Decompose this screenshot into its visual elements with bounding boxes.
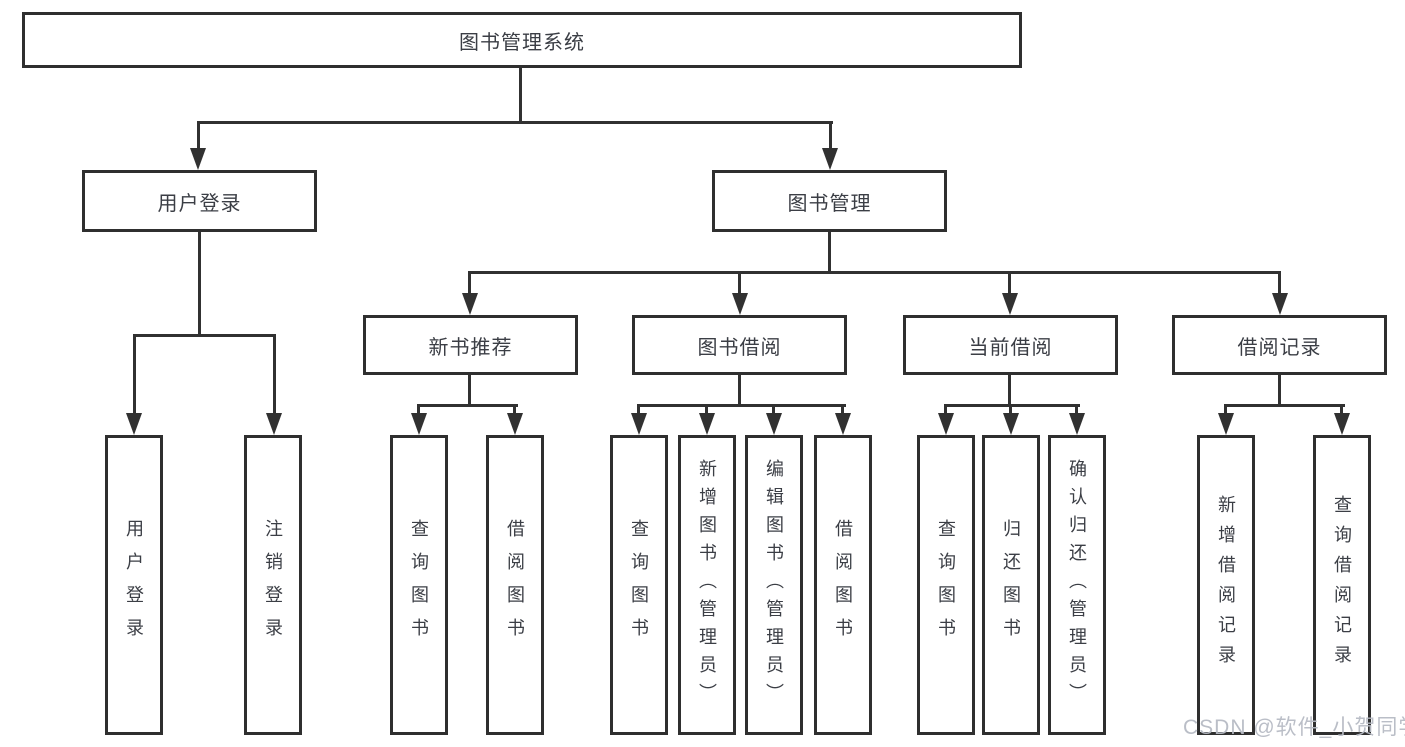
arrow-down-icon (835, 413, 851, 435)
connector-bb-drop-3 (772, 404, 775, 415)
node-book-management-branch-label: 图书管理 (787, 192, 872, 215)
leaf-user-login-label: 用户登录 (124, 519, 144, 651)
node-borrow-records-label: 借阅记录 (1237, 336, 1322, 359)
leaf-br-add-record-label: 新增借阅记录 (1216, 495, 1236, 675)
arrow-down-icon (411, 413, 427, 435)
arrow-down-icon (766, 413, 782, 435)
arrow-down-icon (190, 148, 206, 170)
node-user-login-branch: 用户登录 (82, 170, 317, 232)
leaf-cb-confirm-return-admin: 确认归还（管理员） (1048, 435, 1106, 735)
node-current-borrow: 当前借阅 (903, 315, 1118, 375)
connector-bb-drop-4 (841, 404, 844, 415)
arrow-down-icon (462, 293, 478, 315)
leaf-bb-add-books-admin-label: 新增图书（管理员） (697, 459, 717, 711)
connector-cb-drop-1 (944, 404, 947, 415)
connector-root-drop-user (197, 121, 200, 150)
arrow-down-icon (1069, 413, 1085, 435)
node-root-label: 图书管理系统 (459, 31, 585, 54)
connector-nb-drop-1 (417, 404, 420, 415)
connector-user-drop-1 (133, 334, 136, 415)
leaf-cb-return-books: 归还图书 (982, 435, 1040, 735)
arrow-down-icon (266, 413, 282, 435)
leaf-bb-edit-books-admin-label: 编辑图书（管理员） (764, 459, 784, 711)
leaf-cb-query-books-label: 查询图书 (936, 519, 956, 651)
node-book-borrow: 图书借阅 (632, 315, 847, 375)
connector-nb-drop-2 (513, 404, 516, 415)
connector-bookmgmt-drop-2 (738, 271, 741, 295)
leaf-logout-label: 注销登录 (263, 519, 283, 651)
connector-br-drop-2 (1340, 404, 1343, 415)
arrow-down-icon (699, 413, 715, 435)
connector-root-stem (519, 68, 522, 124)
leaf-cb-return-books-label: 归还图书 (1001, 519, 1021, 651)
node-current-borrow-label: 当前借阅 (968, 336, 1053, 359)
node-user-login-branch-label: 用户登录 (157, 192, 242, 215)
leaf-br-query-record: 查询借阅记录 (1313, 435, 1371, 735)
leaf-br-add-record: 新增借阅记录 (1197, 435, 1255, 735)
node-borrow-records: 借阅记录 (1172, 315, 1387, 375)
arrow-down-icon (507, 413, 523, 435)
connector-cb-drop-3 (1075, 404, 1078, 415)
arrow-down-icon (126, 413, 142, 435)
connector-user-bus (133, 334, 276, 337)
connector-br-drop-1 (1224, 404, 1227, 415)
connector-root-drop-book (829, 121, 832, 150)
node-book-management-branch: 图书管理 (712, 170, 947, 232)
connector-cb-bus (944, 404, 1080, 407)
connector-bb-stem (738, 375, 741, 407)
connector-nb-stem (468, 375, 471, 407)
leaf-logout: 注销登录 (244, 435, 302, 735)
arrow-down-icon (1334, 413, 1350, 435)
arrow-down-icon (822, 148, 838, 170)
arrow-down-icon (1002, 293, 1018, 315)
connector-bb-bus (637, 404, 846, 407)
connector-cb-stem (1008, 375, 1011, 407)
connector-user-stem (198, 232, 201, 337)
leaf-br-query-record-label: 查询借阅记录 (1332, 495, 1352, 675)
connector-bookmgmt-drop-4 (1278, 271, 1281, 295)
connector-bookmgmt-drop-3 (1008, 271, 1011, 295)
node-new-book-recommend-label: 新书推荐 (428, 336, 513, 359)
connector-nb-bus (417, 404, 518, 407)
arrow-down-icon (1218, 413, 1234, 435)
leaf-bb-query-books: 查询图书 (610, 435, 668, 735)
connector-bookmgmt-bus (468, 271, 1281, 274)
leaf-bb-borrow-books: 借阅图书 (814, 435, 872, 735)
connector-br-stem (1278, 375, 1281, 407)
arrow-down-icon (1272, 293, 1288, 315)
leaf-cb-query-books: 查询图书 (917, 435, 975, 735)
leaf-user-login: 用户登录 (105, 435, 163, 735)
connector-bookmgmt-stem (828, 232, 831, 274)
leaf-nb-query-books-label: 查询图书 (409, 519, 429, 651)
leaf-nb-borrow-books: 借阅图书 (486, 435, 544, 735)
leaf-bb-query-books-label: 查询图书 (629, 519, 649, 651)
connector-user-drop-2 (273, 334, 276, 415)
arrow-down-icon (938, 413, 954, 435)
node-new-book-recommend: 新书推荐 (363, 315, 578, 375)
leaf-nb-borrow-books-label: 借阅图书 (505, 519, 525, 651)
arrow-down-icon (732, 293, 748, 315)
connector-bb-drop-1 (637, 404, 640, 415)
node-root: 图书管理系统 (22, 12, 1022, 68)
node-book-borrow-label: 图书借阅 (697, 336, 782, 359)
leaf-bb-borrow-books-label: 借阅图书 (833, 519, 853, 651)
connector-bookmgmt-drop-1 (468, 271, 471, 295)
connector-cb-drop-2 (1009, 404, 1012, 415)
leaf-cb-confirm-return-admin-label: 确认归还（管理员） (1067, 459, 1087, 711)
watermark-text: CSDN @软件_小贺同学 (1183, 716, 1405, 739)
leaf-bb-add-books-admin: 新增图书（管理员） (678, 435, 736, 735)
arrow-down-icon (1003, 413, 1019, 435)
leaf-nb-query-books: 查询图书 (390, 435, 448, 735)
connector-bb-drop-2 (705, 404, 708, 415)
connector-br-bus (1224, 404, 1345, 407)
leaf-bb-edit-books-admin: 编辑图书（管理员） (745, 435, 803, 735)
connector-root-bus (197, 121, 833, 124)
arrow-down-icon (631, 413, 647, 435)
